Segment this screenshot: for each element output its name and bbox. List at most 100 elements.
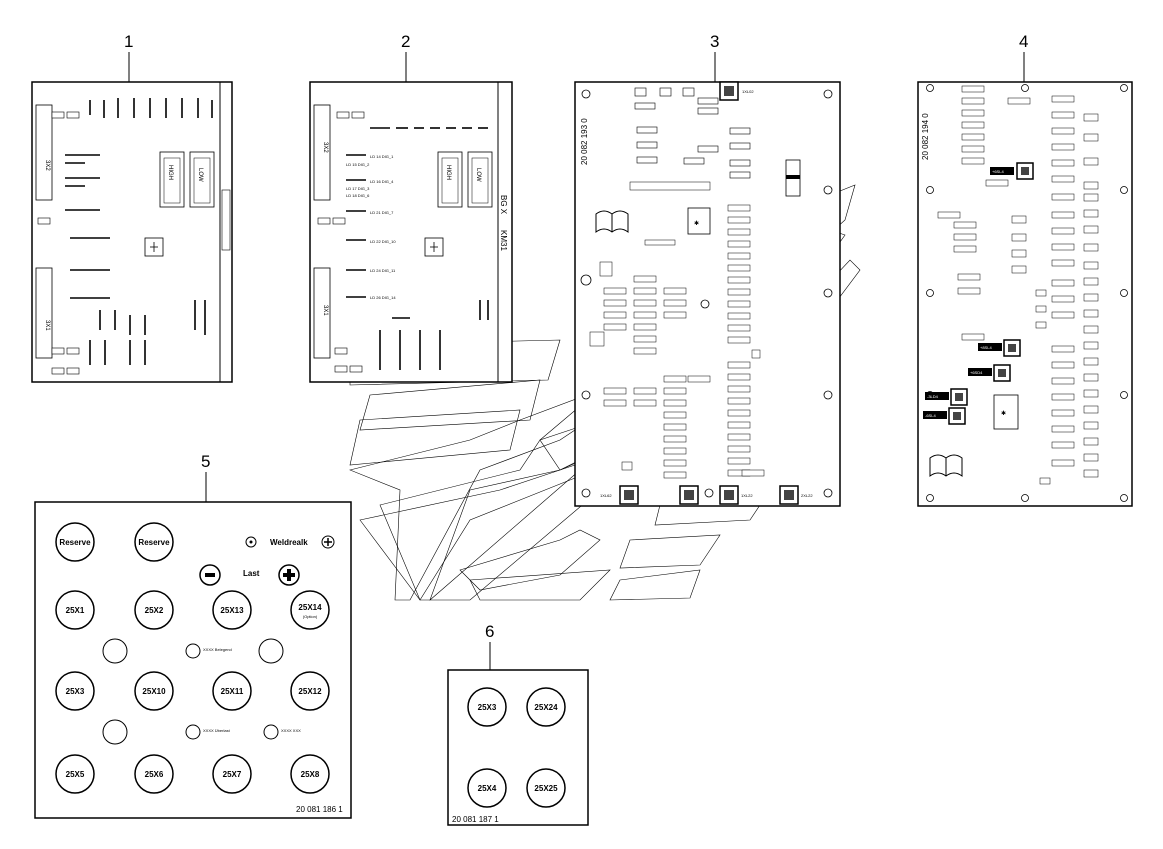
panel1-connector-3x2: 3X2 (44, 160, 50, 171)
svg-text:LD 18 DIG_6: LD 18 DIG_6 (346, 193, 370, 198)
panel1-component-marks (65, 98, 213, 365)
callout-5: 5 (201, 452, 210, 502)
panel3-part-number: 20 082 193 0 (580, 118, 589, 165)
svg-text:Weldrealk: Weldrealk (270, 538, 308, 547)
panel3-led-columns (603, 204, 765, 479)
callout-4: 4 (1019, 32, 1028, 82)
svg-text:25X5: 25X5 (66, 770, 85, 779)
button-25x4[interactable]: 25X4 (467, 768, 507, 808)
svg-text:-6SL4: -6SL4 (925, 413, 936, 418)
svg-text:-3LD4: -3LD4 (927, 394, 939, 399)
svg-text:LD 15 DIG_2: LD 15 DIG_2 (346, 162, 370, 167)
svg-text:25X6: 25X6 (145, 770, 164, 779)
svg-text:25X3: 25X3 (478, 703, 497, 712)
panel4-switch-3ld4: -3LD4 (925, 388, 968, 406)
panel4-switch-6sl4b: -6SL4 (923, 407, 966, 425)
svg-text:LD 26 DIG_14: LD 26 DIG_14 (370, 295, 396, 300)
svg-text:25X1: 25X1 (66, 606, 85, 615)
svg-text:LD 17 DIG_3: LD 17 DIG_3 (346, 186, 370, 191)
button-25x11[interactable]: 25X11 (212, 671, 252, 711)
svg-text:25X2: 25X2 (145, 606, 164, 615)
button-25x8[interactable]: 25X8 (290, 754, 330, 794)
svg-text:XXXX XXX: XXXX XXX (281, 728, 301, 733)
svg-text:25X13: 25X13 (220, 606, 244, 615)
panel3-mounting-holes (580, 89, 833, 498)
svg-text:LD 22 DIG_10: LD 22 DIG_10 (370, 239, 396, 244)
svg-text:25X10: 25X10 (142, 687, 166, 696)
button-blank-1[interactable] (102, 638, 128, 664)
panel2-connector-3x1: 3X1 (322, 305, 328, 316)
svg-text:25X8: 25X8 (301, 770, 320, 779)
panel1-relay-high: HIGH (167, 165, 173, 180)
panel4-book-icon (929, 454, 963, 477)
panel2-relay-high: HIGH (445, 165, 451, 180)
panel4-switch-6sl4: +6SL4 (990, 162, 1034, 180)
panel-5-button-overlay: 20 081 186 1 Reserve Reserve Weldrealk L… (34, 501, 352, 819)
panel1-connector-3x1: 3X1 (44, 320, 50, 331)
svg-text:4: 4 (1019, 32, 1028, 51)
svg-text:25X12: 25X12 (298, 687, 322, 696)
svg-text:25X4: 25X4 (478, 784, 497, 793)
button-blank-3[interactable] (102, 719, 128, 745)
svg-text:25X24: 25X24 (534, 703, 558, 712)
svg-text:2: 2 (401, 32, 410, 51)
button-25x10[interactable]: 25X10 (134, 671, 174, 711)
button-25x2[interactable]: 25X2 (134, 590, 174, 630)
svg-text:6: 6 (485, 622, 494, 641)
panel-4-circuit-board: 20 082 194 0 +6SL4 +8SL4 +6SD4 (917, 81, 1133, 507)
panel4-part-number: 20 082 194 0 (921, 113, 930, 160)
callout-6: 6 (485, 622, 494, 670)
panel3-component-blocks (634, 87, 751, 179)
button-25x12[interactable]: 25X12 (290, 671, 330, 711)
panel6-part-number: 20 081 187 1 (452, 815, 499, 824)
button-25x3-b[interactable]: 25X3 (467, 687, 507, 727)
button-reserve-2[interactable]: Reserve (134, 522, 174, 562)
button-reserve-1[interactable]: Reserve (55, 522, 95, 562)
svg-text:XXXX Belegend: XXXX Belegend (203, 647, 232, 652)
panel2-component-marks (346, 127, 489, 370)
svg-text:25X7: 25X7 (223, 770, 242, 779)
svg-text:+6SD4: +6SD4 (970, 370, 983, 375)
panel4-component-blocks (937, 85, 1099, 485)
svg-text:25X25: 25X25 (534, 784, 558, 793)
button-25x3[interactable]: 25X3 (55, 671, 95, 711)
svg-text:25X11: 25X11 (221, 687, 244, 696)
button-25x5[interactable]: 25X5 (55, 754, 95, 794)
weldrealk-indicator: Weldrealk (245, 535, 335, 549)
svg-text:LD 24 DIG_11: LD 24 DIG_11 (370, 268, 396, 273)
svg-text:+8SL4: +8SL4 (980, 345, 992, 350)
panel3-knob (700, 299, 710, 309)
svg-text:+6SL4: +6SL4 (992, 169, 1004, 174)
button-25x1[interactable]: 25X1 (55, 590, 95, 630)
svg-text:LD 16 DIG_4: LD 16 DIG_4 (370, 179, 394, 184)
button-25x24[interactable]: 25X24 (526, 687, 566, 727)
svg-text:LD 21 DIG_7: LD 21 DIG_7 (370, 210, 394, 215)
panel4-asterisk-icon: ✱ (1001, 410, 1006, 417)
button-blank-2[interactable] (258, 638, 284, 664)
panel5-part-number: 20 081 186 1 (296, 805, 343, 814)
svg-text:(Option): (Option) (303, 614, 318, 619)
panel1-fuse-holders (37, 111, 80, 375)
svg-text:25X14: 25X14 (298, 603, 322, 612)
button-25x25[interactable]: 25X25 (526, 768, 566, 808)
panel2-relay-low: LOW (475, 168, 481, 182)
callout-3: 3 (710, 32, 719, 82)
button-25x7[interactable]: 25X7 (212, 754, 252, 794)
callout-1: 1 (124, 32, 133, 82)
panel3-connector-1xl62: 1XL62 (600, 493, 612, 498)
panel3-connector-row (589, 181, 761, 471)
button-25x6[interactable]: 25X6 (134, 754, 174, 794)
svg-text:XXXX Überlast: XXXX Überlast (203, 728, 231, 733)
button-25x14[interactable]: 25X14 (Option) (290, 590, 330, 630)
svg-text:25X3: 25X3 (66, 687, 85, 696)
indicator-ueberlast: XXXX Überlast (185, 724, 231, 740)
panel3-connector-1xl22: 1XL22 (741, 493, 753, 498)
panel-6-button-overlay: 20 081 187 1 25X3 25X24 25X4 25X25 (447, 669, 589, 826)
button-25x13[interactable]: 25X13 (212, 590, 252, 630)
panel4-switch-6sd4: +6SD4 (968, 364, 1011, 382)
panel-3-circuit-board: 20 082 193 0 1XL02 1XL62 1XL22 2XL22 ✱ (574, 81, 841, 507)
svg-text:Reserve: Reserve (59, 538, 91, 547)
svg-text:3: 3 (710, 32, 719, 51)
panel2-led-labels: LD 14 DIG_1 LD 15 DIG_2 LD 16 DIG_4 LD 1… (346, 154, 396, 300)
